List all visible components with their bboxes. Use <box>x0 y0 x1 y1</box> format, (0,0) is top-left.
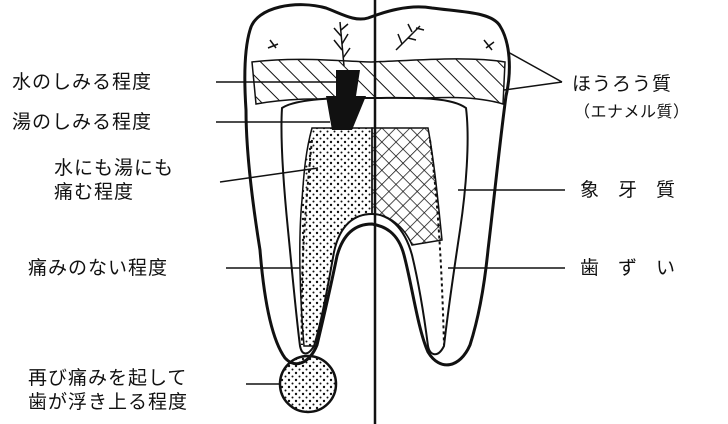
label-shizui: 歯ずい <box>580 256 694 280</box>
label-itami-nai: 痛みのない程度 <box>28 256 168 280</box>
label-yu-shimiru: 湯のしみる程度 <box>12 110 152 134</box>
label-houroushitsu: ほうろう質 <box>572 72 672 96</box>
label-mizu-yu-itamu: 水にも湯にも 痛む程度 <box>54 156 174 204</box>
label-zougeshitsu: 象牙質 <box>580 178 694 202</box>
apical-lesion <box>280 356 336 412</box>
label-futatabi-itami: 再び痛みを起して 歯が浮き上る程度 <box>28 366 188 414</box>
pulp-stippled-region <box>300 128 372 346</box>
label-enamel: （エナメル質） <box>574 100 690 124</box>
label-mizu-shimiru: 水のしみる程度 <box>12 70 152 94</box>
